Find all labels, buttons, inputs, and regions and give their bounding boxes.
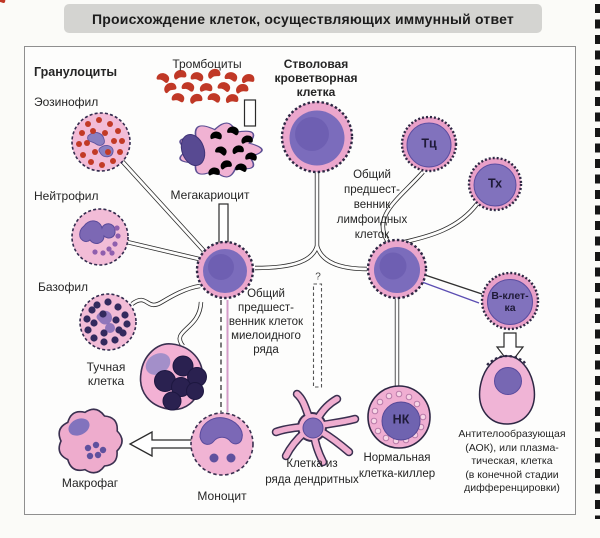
mast-cell-label: Тучная клетка [86,360,126,388]
dendritic-label: Клетка из ряда дендритных [265,458,359,486]
macrophage-label: Макрофаг [61,476,119,490]
macrophage-cell [58,408,123,474]
plasma-cell [478,354,536,425]
t-helper-label: Тх [487,176,503,191]
eosinophil-cell [71,112,131,172]
myeloid-precursor-cell [195,240,255,300]
granulocytes-header: Гранулоциты [34,65,118,79]
lymphoid-precursor-label: Общий предшест- венник лимфоидных клеток [336,169,408,241]
monocyte-cell [190,412,254,476]
connector-megakaryocyte-to-myeloid [218,203,229,245]
nk-cell [367,385,431,449]
t-cytotoxic-cell [400,115,458,173]
arrow-monocyte-to-macrophage [128,430,201,458]
arrow-bcell-to-plasma [495,332,525,365]
connector-uncertain-to-dendritic [312,283,323,388]
lymphoid-precursor-cell [366,238,428,300]
neutrophil-cell [71,208,129,266]
mast-cell [139,343,207,411]
basophil-cell [79,293,137,351]
uncertain-link-label: ? [315,271,321,283]
basophil-label: Базофил [38,280,89,294]
stem-cell [280,100,354,174]
neutrophil-label: Нейтрофил [34,189,99,203]
megakaryocyte-cell [179,122,263,178]
megakaryocyte-label: Мегакариоцит [170,188,250,202]
dendritic-cell [271,389,360,467]
stem-cell-label: Стволовая кроветворная клетка [274,57,358,99]
nk-abbr-label: НК [392,412,410,427]
b-cell [480,271,540,331]
eosinophil-label: Эозинофил [34,95,99,109]
myeloid-precursor-label: Общий предшест- венник клеток миелоидног… [228,288,304,356]
platelets-cluster [0,0,6,4]
monocyte-label: Моноцит [197,489,247,503]
cropped-page-text-edge [595,4,600,519]
t-helper-cell [467,156,523,212]
platelets-shapes [155,67,255,105]
nk-caption: Нормальная клетка-киллер [358,452,436,480]
platelets-label: Тромбоциты [172,57,242,71]
connector-myeloid-to-monocyte [220,300,229,412]
plasma-cell-label: Антителообразующая (АОК), или плазма- ти… [458,428,566,494]
b-cell-label: В-клет- ка [491,290,529,314]
figure-title: Происхождение клеток, осуществляющих имм… [64,4,542,33]
t-cytotoxic-label: Тц [421,136,437,151]
connector-lymphoid-to-bcell [421,274,483,304]
connector-megakaryocyte-to-platelets [243,99,257,127]
